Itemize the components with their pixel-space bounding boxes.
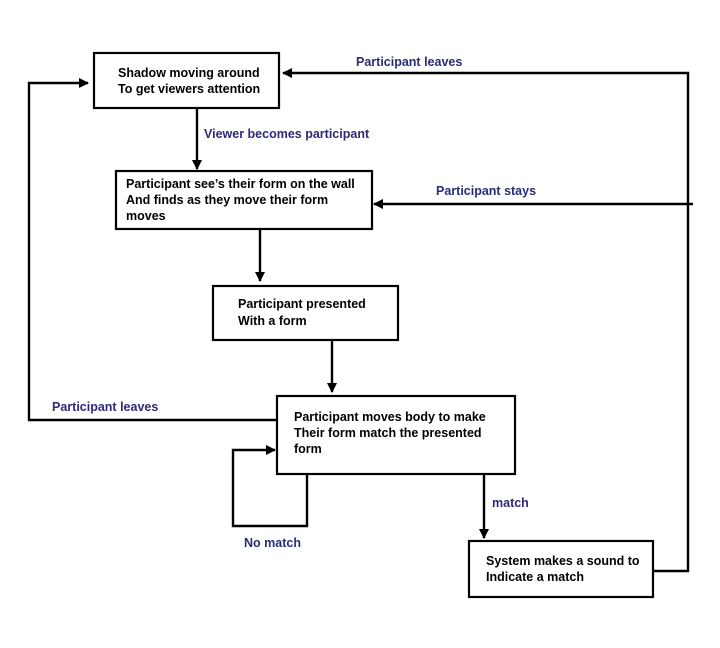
node-shadow-box xyxy=(92,51,281,110)
node-moves-body-line1: Participant moves body to make xyxy=(294,410,486,424)
edge-participant-leaves-left xyxy=(27,78,277,422)
node-moves-body-box xyxy=(275,394,517,476)
label-participant-leaves-left: Participant leaves xyxy=(52,400,158,414)
node-moves-body-line3: form xyxy=(294,442,322,456)
node-sound-line2: Indicate a match xyxy=(486,570,584,584)
node-presented-line1: Participant presented xyxy=(238,297,366,311)
node-presented-line2: With a form xyxy=(238,314,307,328)
node-see-form-line1: Participant see’s their form on the wall xyxy=(126,177,355,191)
node-see-form-box xyxy=(114,169,374,231)
label-no-match: No match xyxy=(244,536,301,550)
label-viewer-becomes-participant: Viewer becomes participant xyxy=(204,127,370,141)
label-participant-stays: Participant stays xyxy=(436,184,536,198)
node-presented-box xyxy=(211,284,400,342)
label-participant-leaves-top: Participant leaves xyxy=(356,55,462,69)
node-see-form-line2: And finds as they move their form xyxy=(126,193,328,207)
node-see-form-line3: moves xyxy=(126,209,166,223)
edge-no-match-loop xyxy=(231,445,309,528)
node-sound-box xyxy=(467,539,655,599)
node-sound-line1: System makes a sound to xyxy=(486,554,640,568)
node-shadow-line1: Shadow moving around xyxy=(118,66,260,80)
edge-participant-leaves-top xyxy=(282,68,690,573)
node-shadow-line2: To get viewers attention xyxy=(118,82,260,96)
node-moves-body-line2: Their form match the presented xyxy=(294,426,482,440)
label-match: match xyxy=(492,496,529,510)
